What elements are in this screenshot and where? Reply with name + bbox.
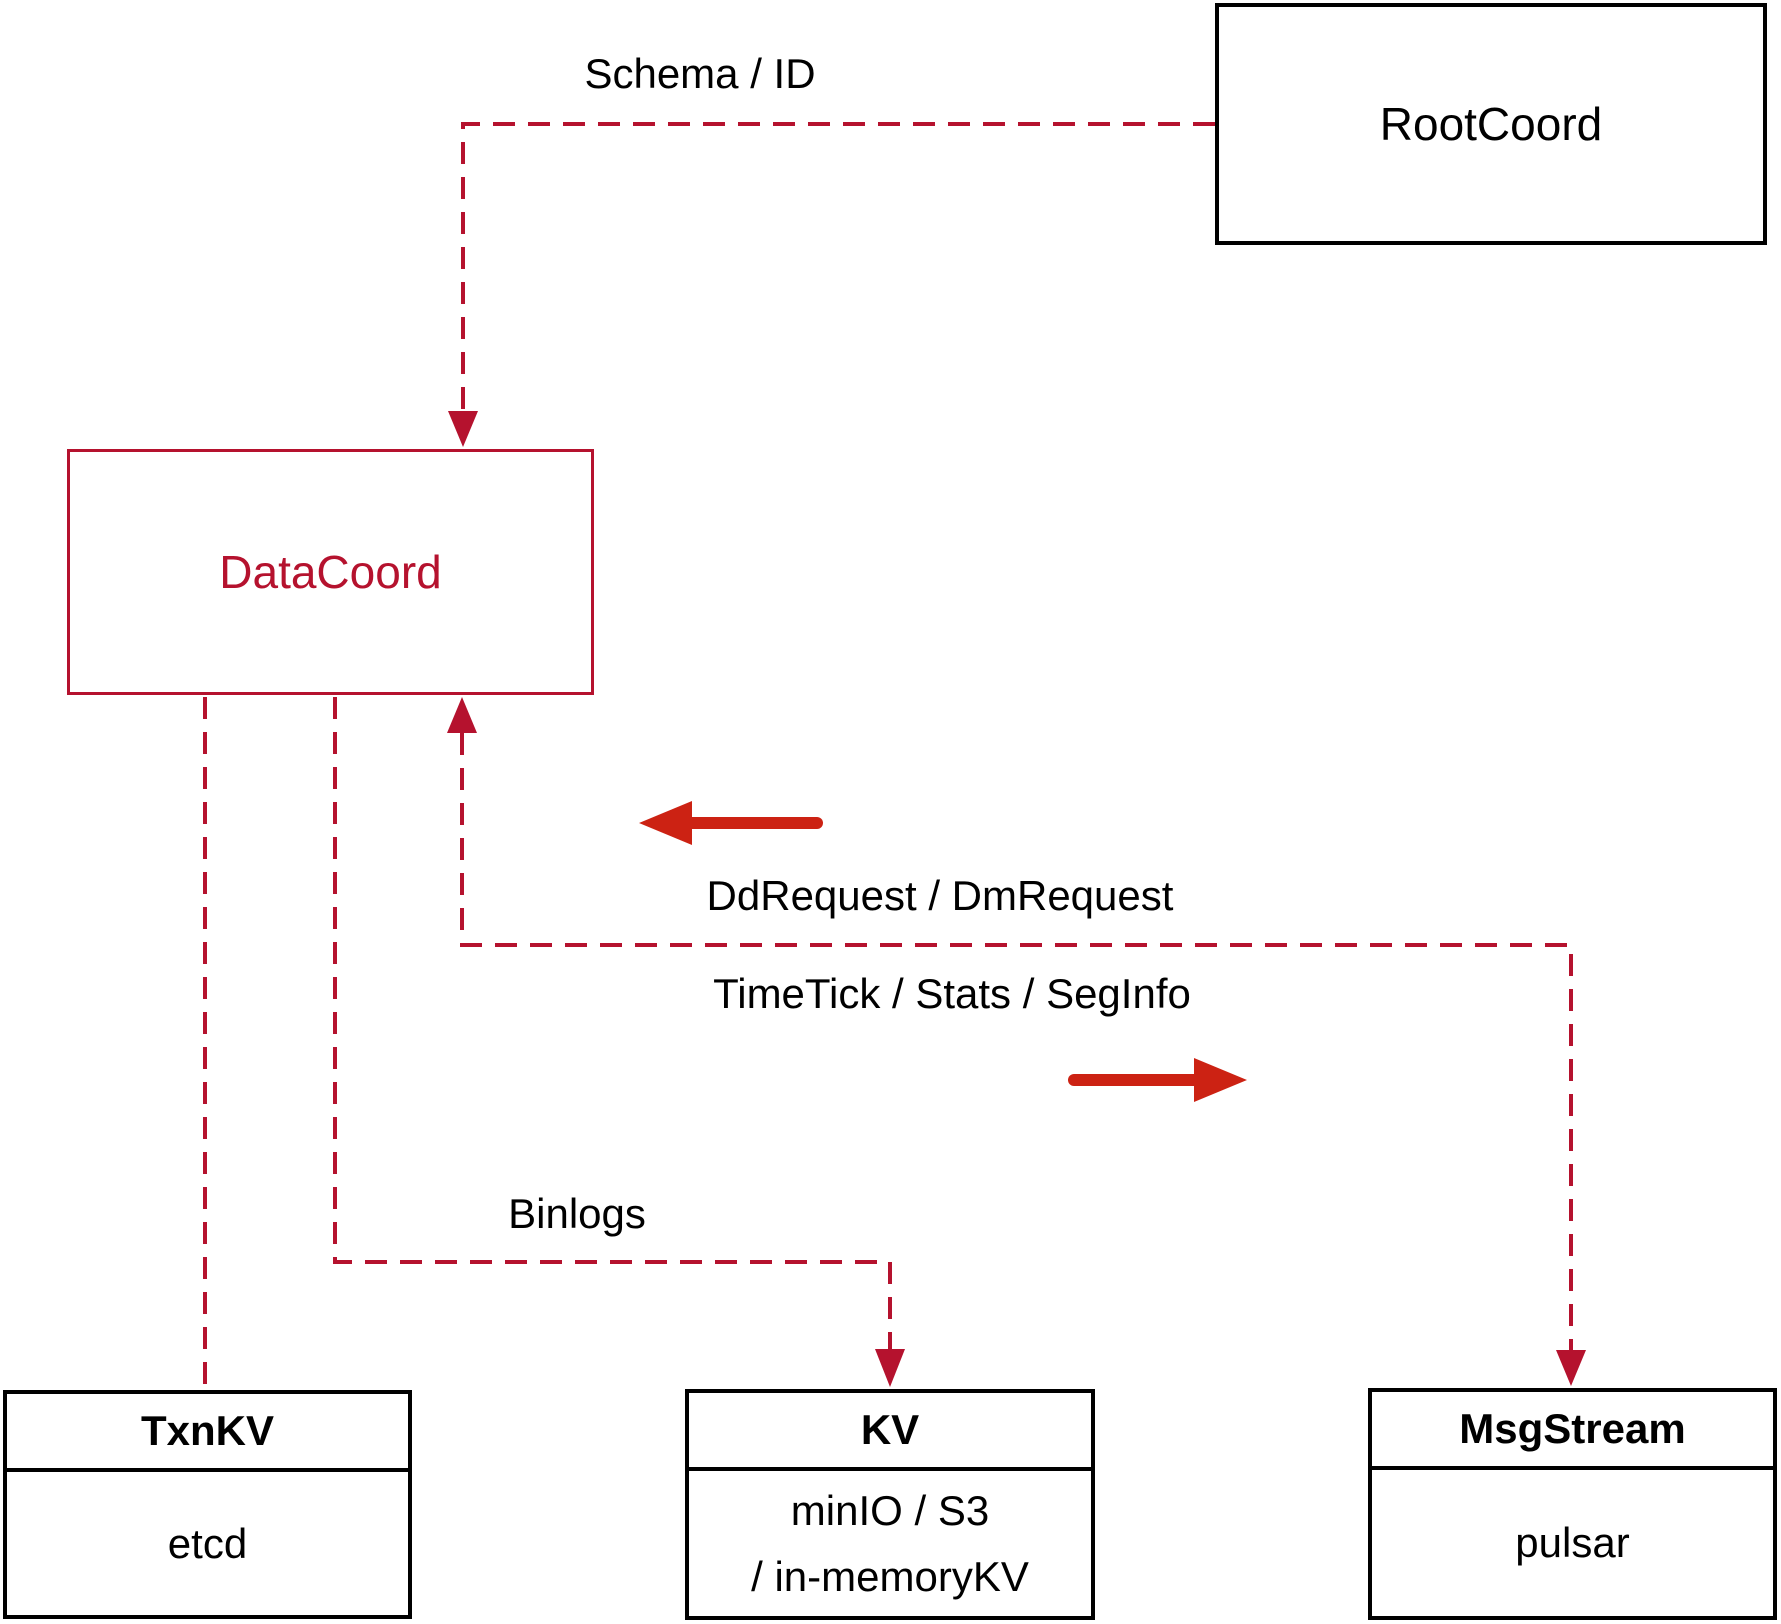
edge-label-schema-id: Schema / ID xyxy=(584,50,816,97)
node-txnkv-title: TxnKV xyxy=(7,1394,408,1472)
node-rootcoord: RootCoord xyxy=(1215,3,1767,245)
node-txnkv-body: etcd xyxy=(167,1519,248,1567)
right-direction-arrow-icon xyxy=(1068,1058,1247,1102)
binlogs-arrowhead xyxy=(875,1349,905,1387)
node-datacoord-label: DataCoord xyxy=(219,546,442,598)
edge-label-timetick-stats-seginfo: TimeTick / Stats / SegInfo xyxy=(713,970,1191,1017)
request-bus-arrowhead-up xyxy=(447,697,477,733)
node-rootcoord-label: RootCoord xyxy=(1379,98,1603,150)
node-msgstream-title: MsgStream xyxy=(1372,1392,1773,1470)
schema-id-connector xyxy=(461,122,1215,411)
request-bus-connector xyxy=(460,733,1573,1350)
node-msgstream: MsgStream pulsar xyxy=(1368,1388,1777,1620)
node-kv-body-line1: minIO / S3 xyxy=(790,1487,990,1535)
left-direction-arrow-icon xyxy=(639,801,823,845)
edge-label-binlogs: Binlogs xyxy=(508,1190,646,1237)
node-msgstream-body: pulsar xyxy=(1515,1519,1630,1567)
node-datacoord: DataCoord xyxy=(67,449,594,695)
edge-label-ddrequest-dmrequest: DdRequest / DmRequest xyxy=(706,872,1174,919)
node-txnkv: TxnKV etcd xyxy=(3,1390,412,1619)
node-kv: KV minIO / S3 / in-memoryKV xyxy=(685,1389,1095,1620)
node-kv-body-line2: / in-memoryKV xyxy=(751,1552,1029,1600)
binlogs-connector xyxy=(333,697,892,1349)
node-kv-title: KV xyxy=(689,1393,1091,1471)
request-bus-arrowhead-down xyxy=(1556,1350,1586,1386)
schema-id-arrowhead xyxy=(448,411,478,447)
